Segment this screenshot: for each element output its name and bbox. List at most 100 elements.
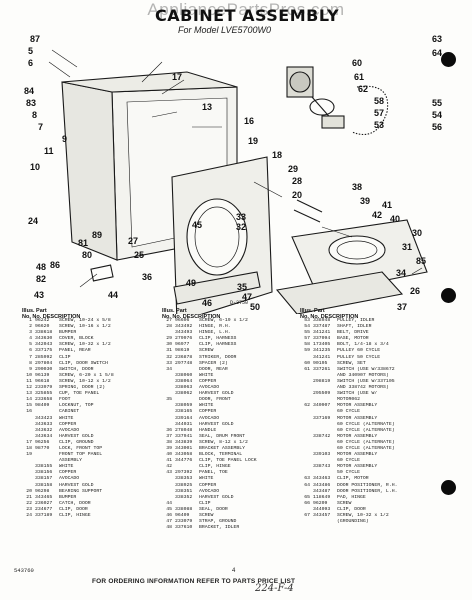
illus-no: 54 [304, 324, 310, 330]
part-description: SCREW [199, 348, 214, 354]
part-no: 297748 [175, 360, 193, 366]
part-description: LOCKNUT, TOP [59, 403, 94, 409]
part-no: 344093 [313, 506, 331, 512]
part-description: (GROUNDING) [337, 519, 369, 525]
part-description: BRACKET ASSEMBLY [199, 445, 246, 451]
parts-row: 60 CYCLE [300, 409, 430, 415]
part-no: 96977 [175, 342, 190, 348]
callout-number: 18 [272, 150, 282, 160]
part-description: AVOCADO [59, 427, 80, 433]
part-description: 60 CYCLE (ALTERNATE) [337, 445, 395, 451]
part-description: PANEL, REAR [59, 348, 91, 354]
part-no: 337169 [313, 415, 331, 421]
callout-number: 60 [352, 58, 362, 68]
part-description: STRIKER, DOOR [199, 354, 237, 360]
illus-no: 8 [29, 360, 32, 366]
callout-number: 19 [248, 136, 258, 146]
part-no: 118649 [313, 494, 331, 500]
part-no: 338351 [175, 488, 193, 494]
callout-number: 26 [410, 286, 420, 296]
part-no: 341235 [313, 348, 331, 354]
part-description: WHITE [199, 372, 214, 378]
callout-number: 6 [28, 58, 33, 68]
part-no: 343630 [35, 336, 53, 342]
part-description: STRAP, GROUND [199, 519, 237, 525]
illus-no: 29 [166, 336, 172, 342]
illus-no: 6 [29, 348, 32, 354]
callout-number: 47 [242, 292, 252, 302]
illus-no: 61 [304, 366, 310, 372]
part-description: 60 CYCLE (ALTERNATE) [337, 439, 395, 445]
part-description: SEAL, DOOR [199, 506, 228, 512]
part-no: 338618 [35, 330, 53, 336]
part-description: 60 CYCLE [337, 458, 361, 464]
part-description: CLIP, HINGE [59, 513, 91, 518]
part-no: 343492 [175, 324, 193, 330]
parts-row: AND 340907 MOTORS) [300, 373, 430, 379]
callout-number: 40 [390, 214, 400, 224]
callout-number: 34 [396, 268, 406, 278]
part-description: CLIP, DOOR [337, 506, 366, 512]
parts-row: 50 CYCLE [300, 470, 430, 476]
part-description: SCREW, 6-19 x 1/2 [199, 318, 248, 323]
illus-no: 60 [304, 360, 310, 366]
callout-number: 33 [236, 212, 246, 222]
callout-number: 38 [352, 182, 362, 192]
part-no: 338948 [313, 318, 331, 323]
part-description: WHITE [59, 415, 74, 421]
part-description: WHITE [199, 476, 214, 482]
part-description: SCREW, 6-20 x 1 5/8 [59, 372, 114, 378]
illus-no: 48 [166, 525, 172, 531]
part-no: 278048 [175, 427, 193, 433]
callout-number: 25 [134, 250, 144, 260]
illus-no: 57 [304, 336, 310, 342]
illus-no: 20 [26, 488, 32, 494]
illus-no: 2 [29, 324, 32, 330]
illus-no: 18 [26, 445, 32, 451]
part-description: CLIP, DOOR [59, 506, 88, 512]
part-description: SWITCH, DOOR [59, 366, 94, 372]
part-description: 60 CYCLE [337, 409, 361, 415]
part-no: 96139 [35, 372, 50, 378]
part-description: CLIP, TOE PANEL LOCK [199, 458, 257, 464]
illus-no [300, 519, 313, 525]
part-description: COPPER [199, 378, 217, 384]
part-description: CLIP, DOOR SWITCH [59, 360, 108, 366]
part-no: 343839 [175, 439, 193, 445]
part-no: 98770 [35, 445, 50, 451]
part-description: DOOR POSITIONER, R.H. [337, 482, 398, 488]
illus-no: 1 [29, 318, 32, 323]
illus-no: 42 [166, 464, 172, 470]
part-description: AVOCADO [199, 385, 220, 391]
part-no: 338353 [175, 476, 193, 482]
part-description: DOOR POSITIONER, L.H. [337, 488, 398, 494]
part-no: 337094 [313, 336, 331, 342]
part-no: 343465 [35, 494, 53, 500]
part-no: 96618 [35, 378, 50, 384]
part-no: 338352 [175, 494, 193, 500]
part-description: MOTOR ASSEMBLY [337, 452, 378, 458]
illus-no: 28 [166, 324, 172, 330]
part-no: 285992 [35, 354, 53, 360]
illus-no: 32 [166, 354, 172, 360]
